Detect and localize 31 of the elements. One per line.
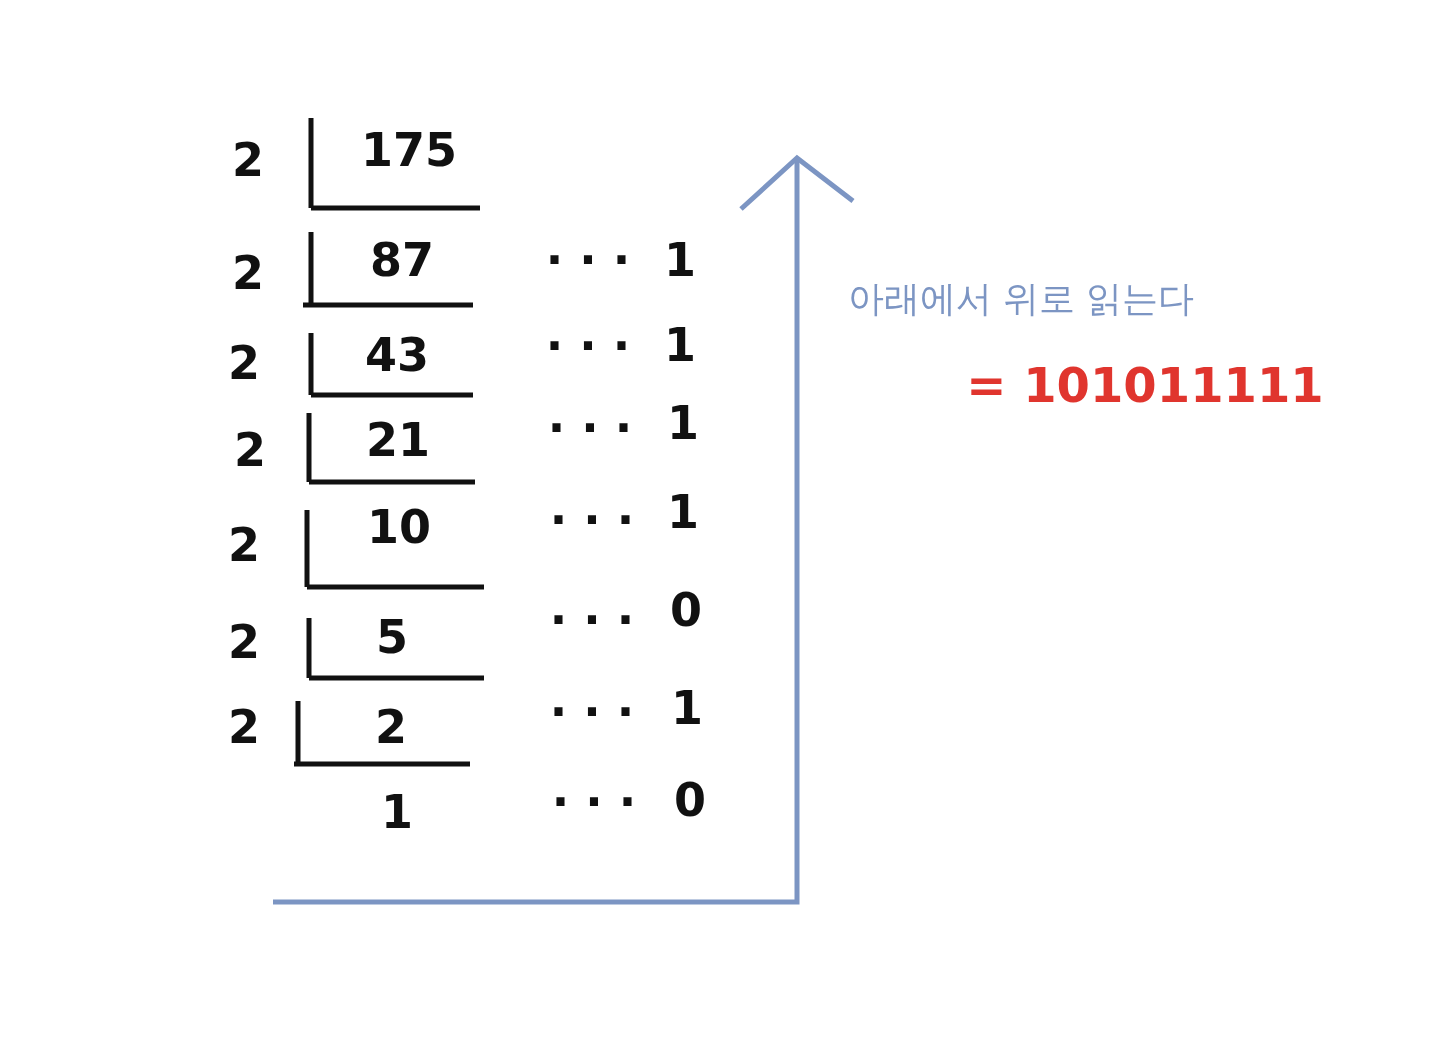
ellipsis-dots: · · · — [551, 779, 637, 825]
divisor-number: 2 — [228, 340, 260, 386]
ellipsis-dots: · · · — [549, 497, 635, 543]
quotient-number: 175 — [361, 127, 457, 173]
ellipsis-dots: · · · — [549, 597, 635, 643]
ellipsis-dots: · · · — [547, 405, 633, 451]
quotient-number: 87 — [370, 237, 434, 283]
remainder-digit: 0 — [674, 777, 706, 823]
divisor-number: 2 — [232, 250, 264, 296]
quotient-number: 21 — [366, 417, 430, 463]
ellipsis-dots: · · · — [545, 237, 631, 283]
quotient-number: 5 — [376, 614, 408, 660]
remainder-digit: 1 — [671, 685, 703, 731]
quotient-number: 10 — [367, 504, 431, 550]
quotient-number: 1 — [381, 789, 413, 835]
ellipsis-dots: · · · — [545, 323, 631, 369]
quotient-number: 2 — [375, 704, 407, 750]
quotient-number: 43 — [365, 332, 429, 378]
divisor-number: 2 — [232, 137, 264, 183]
remainder-digit: 1 — [667, 489, 699, 535]
remainder-digit: 1 — [664, 237, 696, 283]
ellipsis-dots: · · · — [549, 689, 635, 735]
remainder-digit: 0 — [670, 587, 702, 633]
remainder-digit: 1 — [667, 400, 699, 446]
divisor-number: 2 — [228, 522, 260, 568]
divisor-number: 2 — [228, 619, 260, 665]
remainder-digit: 1 — [664, 322, 696, 368]
divisor-number: 2 — [228, 704, 260, 750]
reading-note: 아래에서 위로 읽는다 — [847, 281, 1195, 317]
divisor-number: 2 — [234, 427, 266, 473]
binary-result: = 101011111 — [966, 361, 1324, 409]
